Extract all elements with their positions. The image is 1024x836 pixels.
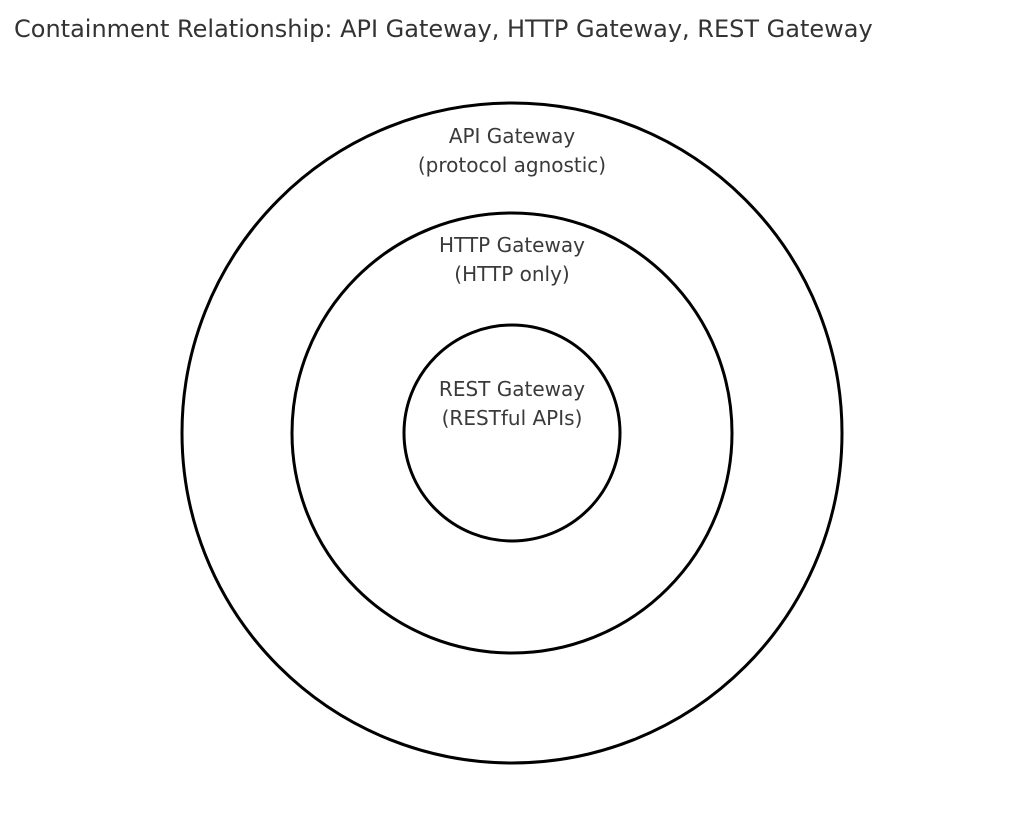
label-http-gateway-name: HTTP Gateway — [439, 233, 585, 257]
label-http-gateway-qualifier: (HTTP only) — [454, 262, 570, 286]
label-api-gateway-qualifier: (protocol agnostic) — [417, 153, 607, 177]
label-http-gateway: HTTP Gateway (HTTP only) — [0, 231, 1024, 289]
label-api-gateway-name: API Gateway — [448, 124, 576, 148]
circle-rest-gateway — [402, 323, 622, 543]
label-rest-gateway: REST Gateway (RESTful APIs) — [0, 375, 1024, 433]
label-api-gateway: API Gateway (protocol agnostic) — [0, 122, 1024, 180]
label-rest-gateway-qualifier: (RESTful APIs) — [441, 406, 583, 430]
circle-api-gateway — [180, 101, 844, 765]
label-rest-gateway-name: REST Gateway — [438, 377, 586, 401]
circle-http-gateway — [290, 211, 734, 655]
page-title: Containment Relationship: API Gateway, H… — [14, 15, 873, 43]
